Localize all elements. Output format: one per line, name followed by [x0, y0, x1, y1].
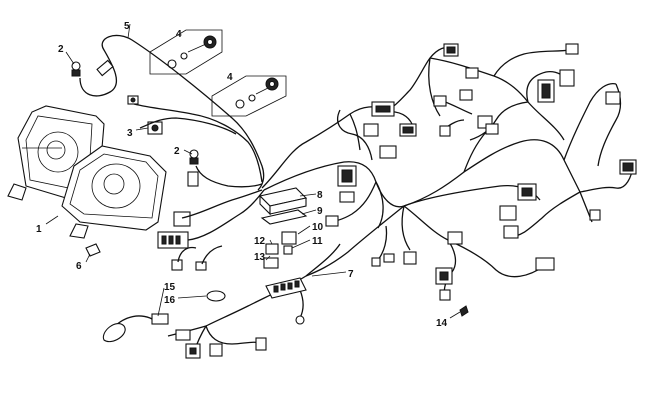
main-wiring-harness	[167, 46, 633, 353]
headlight-right	[22, 145, 167, 239]
fuse-box-gasket	[260, 209, 308, 225]
headlight-connector-block	[157, 189, 265, 271]
adjuster-kit-lower	[211, 75, 287, 117]
bulb-lower	[189, 149, 199, 165]
callout-labels: 1 2 2 3 4 4 5 6 7 8 9 10 11 12 13 14 15 …	[36, 21, 448, 329]
callout-10: 10	[312, 222, 324, 233]
bulb-upper	[71, 61, 81, 77]
leader-lines	[45, 23, 461, 319]
relay	[281, 231, 297, 255]
callout-3: 3	[127, 128, 133, 139]
fuse-block	[265, 277, 307, 299]
callout-13: 13	[254, 252, 266, 263]
callout-1: 1	[36, 224, 42, 235]
callout-8: 8	[317, 190, 323, 201]
headlight-label	[85, 243, 101, 257]
callout-9: 9	[317, 206, 323, 217]
callout-2-upper: 2	[58, 44, 64, 55]
callout-4-upper: 4	[176, 29, 182, 40]
accessory-plug	[102, 313, 169, 343]
callout-6: 6	[76, 261, 82, 272]
relay-small	[263, 243, 279, 269]
callout-11: 11	[312, 236, 323, 247]
callout-15: 15	[164, 282, 176, 293]
ground-screw	[459, 305, 469, 317]
fuse-box-cover	[258, 187, 308, 216]
callout-12: 12	[254, 236, 266, 247]
callout-14: 14	[436, 318, 448, 329]
callout-5: 5	[124, 21, 130, 32]
headlight-harness	[79, 34, 265, 191]
socket-upper	[127, 95, 139, 105]
callout-4-lower: 4	[227, 72, 233, 83]
adjuster-kit-upper	[149, 29, 223, 75]
harness-connectors	[175, 43, 637, 359]
socket-lower	[147, 121, 163, 135]
callout-7: 7	[348, 269, 354, 280]
callout-16: 16	[164, 295, 176, 306]
callout-2-lower: 2	[174, 146, 180, 157]
cable-tie-ring	[206, 290, 226, 302]
